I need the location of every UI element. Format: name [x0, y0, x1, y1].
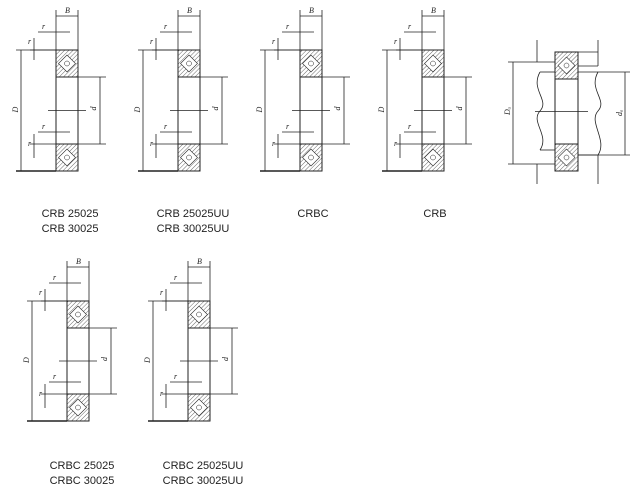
model-number: CRBC 25025: [49, 460, 115, 472]
dim-label-r: r: [408, 122, 412, 131]
roller-center: [196, 404, 202, 411]
dim-label-r: r: [408, 22, 412, 31]
dim-label-B: B: [187, 6, 192, 15]
model-label-crb-25025uu: CRB 25025UU CRB 30025UU: [133, 207, 253, 237]
model-number: CRB 30025: [41, 223, 99, 235]
dim-label-r: r: [150, 37, 154, 46]
dim-label-B: B: [309, 6, 314, 15]
dim-label-r: r: [42, 122, 46, 131]
dim-label-r: r: [164, 122, 168, 131]
dim-label-d: d: [221, 356, 230, 361]
dim-label-d: d: [89, 106, 98, 111]
dim-label-r: r: [42, 22, 46, 31]
roller-center: [563, 154, 570, 161]
dim-label-r: r: [174, 273, 178, 282]
model-number: CRBC 30025UU: [162, 475, 244, 486]
dim-label-r: r: [394, 37, 398, 46]
roller-center: [308, 60, 314, 67]
dim-label-D: D: [377, 107, 386, 114]
dim-label-r: r: [160, 389, 164, 398]
roller-center: [75, 404, 81, 411]
dim-label-B: B: [197, 257, 202, 266]
roller-center: [64, 60, 70, 67]
dim-label-D: D: [11, 107, 20, 114]
dim-label-r: r: [53, 273, 57, 282]
dim-label-r: r: [286, 22, 290, 31]
roller-center: [430, 154, 436, 161]
dim-label-d: d: [333, 106, 342, 111]
dim-label-d: d: [211, 106, 220, 111]
shaft-break: [536, 71, 544, 151]
model-label-crbc-25025uu: CRBC 25025UU CRBC 30025UU: [143, 459, 263, 486]
model-number: CRB 30025UU: [156, 223, 230, 235]
model-number: CRBC 25025UU: [162, 460, 244, 472]
dim-label-r: r: [39, 389, 43, 398]
roller-center: [563, 62, 570, 69]
dim-label-D: D: [133, 107, 142, 114]
dim-label-r: r: [150, 139, 154, 148]
dim-label-da: dₐ: [615, 109, 624, 116]
roller-center: [75, 311, 81, 318]
dim-label-B: B: [431, 6, 436, 15]
model-number: CRBC: [297, 208, 329, 220]
dim-label-d: d: [100, 356, 109, 361]
dim-label-B: B: [76, 257, 81, 266]
model-number: CRB: [423, 208, 447, 220]
roller-center: [430, 60, 436, 67]
dim-label-D: D: [255, 107, 264, 114]
dim-label-d: d: [455, 106, 464, 111]
dim-label-r: r: [174, 372, 178, 381]
model-number: CRB 25025UU: [156, 208, 230, 220]
dim-label-D: D: [22, 357, 31, 364]
model-number: CRBC 30025: [49, 475, 115, 486]
dim-label-r: r: [286, 122, 290, 131]
roller-center: [186, 60, 192, 67]
roller-center: [64, 154, 70, 161]
dim-label-Da: Dₐ: [503, 106, 512, 116]
dim-label-r: r: [272, 139, 276, 148]
model-label-crbc: CRBC: [253, 207, 373, 222]
roller-center: [186, 154, 192, 161]
figure-mounting: Dₐ dₐ: [503, 40, 630, 184]
shaft-break: [594, 71, 602, 156]
roller-center: [308, 154, 314, 161]
model-label-crb: CRB: [375, 207, 495, 222]
dim-label-r: r: [39, 288, 43, 297]
dim-label-r: r: [164, 22, 168, 31]
dim-label-r: r: [394, 139, 398, 148]
dim-label-r: r: [53, 372, 57, 381]
model-number: CRB 25025: [41, 208, 99, 220]
dim-label-r: r: [28, 37, 32, 46]
dim-label-r: r: [272, 37, 276, 46]
dim-label-B: B: [65, 6, 70, 15]
dim-label-r: r: [160, 288, 164, 297]
roller-center: [196, 311, 202, 318]
dim-label-D: D: [143, 357, 152, 364]
dim-label-r: r: [28, 139, 32, 148]
